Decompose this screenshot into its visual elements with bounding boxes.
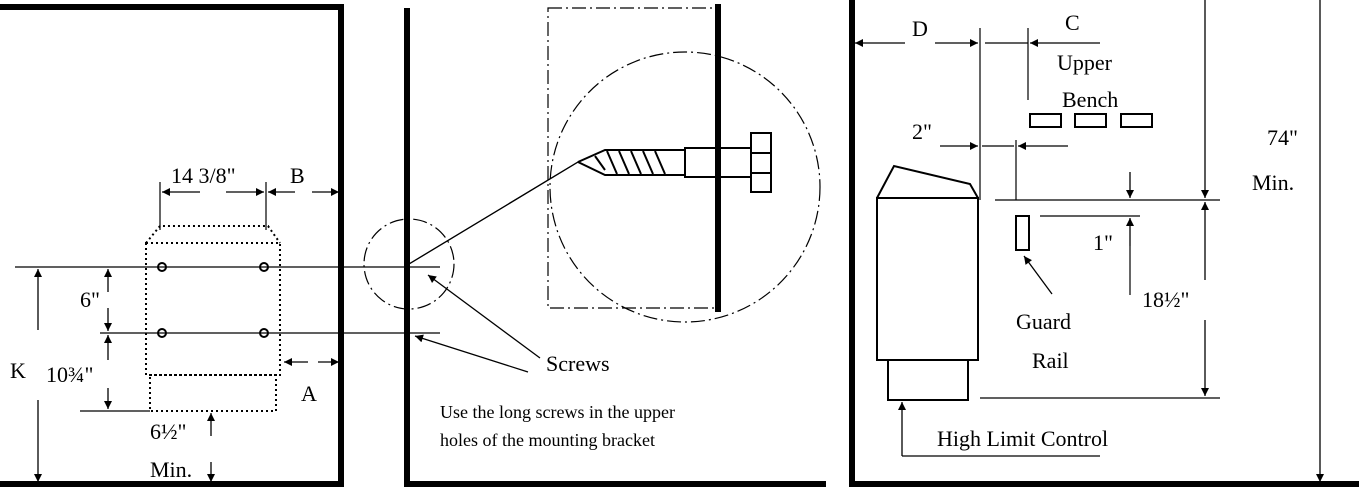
detail-callout-circle xyxy=(363,218,455,310)
clearance-a-label: A xyxy=(301,381,317,406)
screw-detail xyxy=(577,132,772,193)
clearance-d-label: D xyxy=(912,16,928,41)
upper-bench-label-line-1: Upper xyxy=(1057,50,1113,75)
clearance-c-label: C xyxy=(1065,10,1080,35)
guard-rail-label-line-2: Rail xyxy=(1032,348,1069,373)
bench-slat xyxy=(1029,113,1062,128)
ceiling-min-value: 74" xyxy=(1267,125,1298,150)
width-dimension-label: 14 3/8" xyxy=(171,163,236,188)
bench-slat xyxy=(1120,113,1153,128)
heater-unit xyxy=(876,164,979,401)
hole-spacing-label: 6" xyxy=(80,287,100,312)
screws-leader-lower xyxy=(414,334,529,373)
right-wall-outline xyxy=(849,0,1359,487)
upper-bench-label-line-2: Bench xyxy=(1062,87,1118,112)
screws-callout-label: Screws xyxy=(546,351,610,376)
ceiling-min-label: Min. xyxy=(1252,170,1294,195)
rail-gap-label: 2" xyxy=(912,119,932,144)
heater-outline-dotted xyxy=(145,225,281,412)
floor-min-value: 6½" xyxy=(150,419,186,444)
installation-note-line-1: Use the long screws in the upper xyxy=(440,402,675,422)
rail-height-label: 18½" xyxy=(1142,287,1189,312)
clearance-b-label: B xyxy=(290,163,305,188)
detail-magnified-circle xyxy=(549,51,821,323)
high-limit-control-label: High Limit Control xyxy=(937,426,1108,451)
guard-rail xyxy=(1015,215,1030,251)
installation-note-line-2: holes of the mounting bracket xyxy=(440,430,655,450)
mount-height-label: K xyxy=(10,358,26,383)
left-wall-outline xyxy=(0,4,344,487)
rail-offset-label: 1" xyxy=(1093,230,1113,255)
floor-min-label: Min. xyxy=(150,457,192,482)
guard-rail-leader xyxy=(1023,255,1053,295)
guard-rail-label-line-1: Guard xyxy=(1016,309,1071,334)
middle-panel: Screws Use the long screws in the upper … xyxy=(363,4,826,487)
middle-wall-outline xyxy=(404,8,826,487)
lower-height-label: 10¾" xyxy=(46,362,93,387)
screws-leader-upper xyxy=(427,274,541,359)
left-panel: 14 3/8" B 6" 10¾" A K 6½" Min. xyxy=(0,4,440,487)
bench-slat xyxy=(1074,113,1107,128)
right-panel: D C Upper Bench 2" 74" Min. xyxy=(849,0,1359,487)
